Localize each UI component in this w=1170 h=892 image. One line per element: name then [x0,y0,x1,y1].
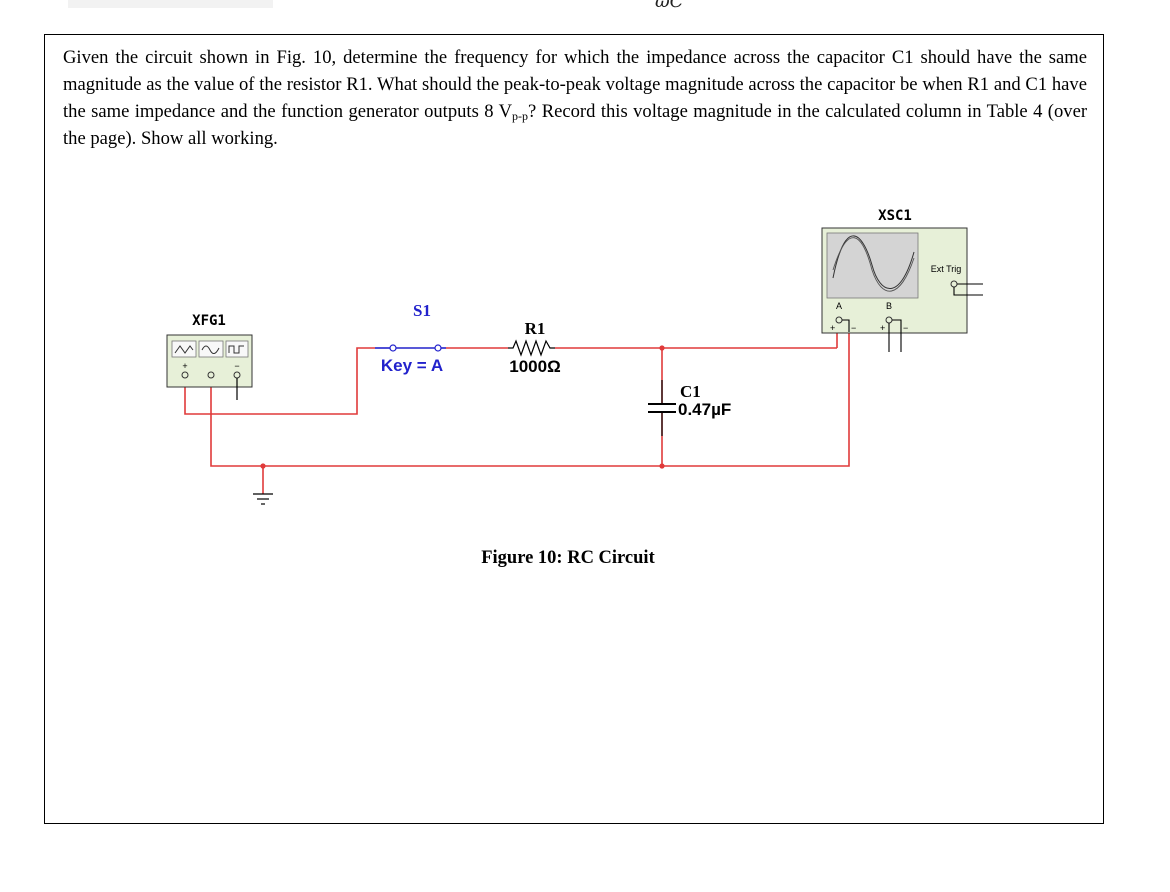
question-text-part1: Given the circuit shown in Fig. 10, dete… [63,47,1087,122]
junction-ground [260,463,266,469]
scope-channel-a: A [836,301,842,311]
figure-caption: Figure 10: RC Circuit [481,548,655,568]
resistor-r1 [508,339,555,357]
scope-a-minus: − [851,323,856,333]
question-box [44,34,1104,824]
junction-bottom [659,463,665,469]
triangle-wave-icon [174,345,194,354]
switch-key-label: Key = A [381,356,443,375]
generator-minus-sign: − [234,361,239,371]
question-text-part2: ? Record this voltage magnitude in the c… [63,101,1088,149]
function-generator: + − [166,334,253,400]
switch-s1 [375,344,446,352]
resistor-value: 1000Ω [509,357,560,376]
scope-trace-b [832,237,915,292]
scope-b-plus: + [880,323,885,333]
question-text: Given the circuit shown in Fig. 10, dete… [63,44,1087,152]
question-text-subscript: p-p [512,109,529,123]
capacitor-label: C1 [680,382,701,401]
oscilloscope: Ext Trig A B + − + − [821,227,983,352]
generator-plus-sign: + [182,361,187,371]
top-formula-fragment: ωC [655,0,684,12]
capacitor-value: 0.47µF [678,400,731,419]
top-fragment-bar [68,0,273,8]
scope-label: XSC1 [878,208,912,224]
scope-ext-trig: Ext Trig [931,264,962,274]
wire-generator-to-switch [184,347,375,415]
generator-label: XFG1 [192,313,226,329]
square-wave-icon [228,345,244,354]
sine-wave-icon [201,345,220,354]
scope-a-plus: + [830,323,835,333]
scope-b-minus: − [903,323,908,333]
scope-trace-a [832,235,915,289]
ground-icon [253,493,273,505]
scope-channel-b: B [886,301,892,311]
capacitor-c1 [648,403,676,413]
switch-label: S1 [413,301,431,320]
wire-ground-rail [210,332,850,467]
resistor-label: R1 [525,319,546,338]
junction-top [659,345,665,351]
